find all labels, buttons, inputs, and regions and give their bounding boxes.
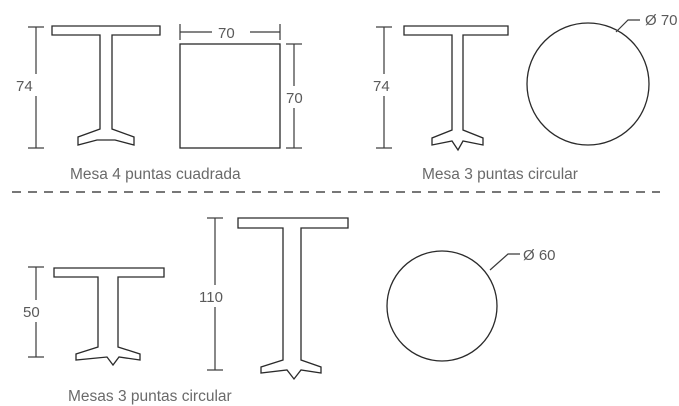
height-label: 74 — [16, 78, 33, 95]
caption-square-table: Mesa 4 puntas cuadrada — [70, 166, 241, 183]
height-dimension-50: 50 — [22, 266, 50, 358]
round-table-side-view — [403, 25, 509, 152]
height-dimension-74-right: 74 — [372, 26, 398, 149]
width-dimension-70: 70 — [179, 22, 281, 42]
caption-bottom-tables: Mesas 3 puntas circular — [68, 388, 232, 405]
height-label: 74 — [373, 78, 390, 95]
height-dimension-74-left: 74 — [16, 26, 50, 149]
square-table-side-view — [51, 25, 161, 146]
square-table-top-view — [179, 43, 281, 149]
diameter-label: Ø 60 — [523, 247, 556, 264]
round-table-70-top-view — [526, 22, 650, 146]
square-table-group: 74 70 70 Mesa 4 puntas cuadrada — [16, 22, 310, 183]
round-table-60-group: 50 110 Ø 60 Mesas 3 puntas circular — [22, 217, 556, 405]
caption-round-table: Mesa 3 puntas circular — [422, 166, 578, 183]
round-table-60-top-view — [386, 250, 498, 362]
round-table-70-group: 74 Ø 70 Mesa 3 puntas circular — [372, 12, 678, 183]
diameter-label: Ø 70 — [645, 12, 678, 29]
high-height-label: 110 — [199, 289, 223, 306]
diameter-callout-60: Ø 60 — [489, 247, 556, 271]
diameter-callout-70: Ø 70 — [615, 12, 678, 33]
height-dimension-110: 110 — [198, 217, 232, 371]
depth-dimension-70: 70 — [284, 43, 310, 149]
low-height-label: 50 — [23, 304, 40, 321]
depth-label: 70 — [286, 90, 303, 107]
width-label: 70 — [218, 25, 235, 42]
low-table-side-view — [53, 267, 165, 367]
high-table-side-view — [237, 217, 349, 381]
